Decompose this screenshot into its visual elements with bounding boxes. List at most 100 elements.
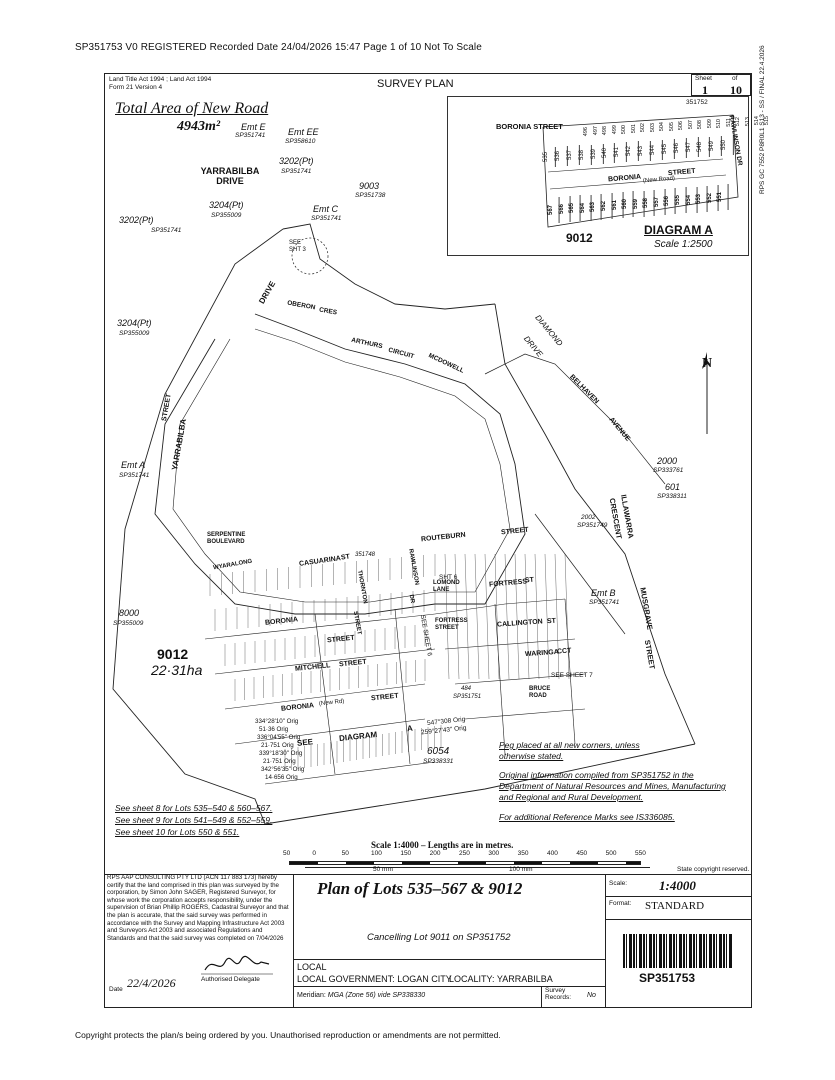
scale-tick-label: 400: [547, 850, 558, 857]
diagram-a-top-lot-label: 500: [621, 124, 627, 134]
lot-3204pt-2-sp: SP355009: [119, 330, 150, 337]
casuarina-sp: 351748: [355, 552, 376, 558]
bearing-label: 14·656 Orig: [265, 774, 298, 781]
emt-ee-sp: SP358610: [285, 138, 316, 145]
bearing-label: 339°18'30" Orig: [259, 750, 303, 757]
scale-title: Scale 1:4000 – Lengths are in metres.: [371, 840, 514, 850]
scale-tick-label: 450: [576, 850, 588, 857]
see-sht3: SEE SHT 3: [289, 240, 306, 253]
emt-c-label: Emt C: [313, 204, 339, 214]
sheet-number: 1: [702, 83, 708, 97]
bearing-label: 51·36 Orig: [259, 726, 289, 733]
locality-value: YARRABILBA: [496, 974, 553, 984]
lot-9012-area: 22·31ha: [151, 662, 203, 678]
diagram-a-title: DIAGRAM A: [644, 223, 713, 237]
date-value: 22/4/2026: [127, 976, 176, 990]
divider-right: [605, 874, 606, 1007]
rawlinson-dr: DR: [407, 594, 416, 604]
lot-boundary: [494, 553, 500, 680]
lot-boundary: [454, 553, 460, 680]
lot-9003-sp: SP351738: [355, 192, 386, 199]
lot-9003: 9003: [359, 181, 380, 191]
yarrabilba-drive-label: YARRABILBA DRIVE: [200, 166, 260, 186]
diagram-a-top-lot-label: 503: [649, 122, 656, 132]
certificate-text: RPS AAP CONSULTING PTY LTD (ACN 117 883 …: [107, 874, 289, 942]
lot-8000-sp: SP355009: [113, 620, 144, 627]
serpentine-label: SERPENTINE BOULEVARD: [207, 532, 246, 545]
bearing-label: 336°04'55" Orig: [257, 734, 301, 741]
note-sheet-9: See sheet 9 for Lots 541–549 & 552–559.: [115, 815, 273, 825]
scale-tick-label: 100: [371, 850, 382, 857]
plan-number: SP351753: [639, 971, 696, 985]
bearing-label: 342°56'35" Orig: [261, 766, 305, 773]
lot-2002-sp: SP351749: [577, 522, 608, 529]
plan-type: SURVEY PLAN: [377, 78, 454, 90]
diagram-a-drawing: [542, 114, 739, 228]
lot-601-sp: SP338311: [657, 493, 687, 500]
scale-tick-label: 0: [312, 850, 316, 857]
fortress-street-label: FORTRESS STREET: [435, 618, 468, 631]
emt-e-label: Emt E: [241, 122, 266, 132]
divider-left: [293, 874, 294, 1007]
survey-records-value: No: [587, 992, 596, 999]
diagram-a-top-lot-label: 515: [763, 115, 770, 125]
scale-value: 1:4000: [659, 878, 696, 893]
format-label: Format:: [609, 900, 632, 907]
emt-e-sp: SP351741: [235, 132, 266, 139]
lot-6054: 6054: [427, 746, 450, 757]
emt-b-label: Emt B: [591, 588, 616, 598]
sheet-box: Sheet of 1 10: [691, 74, 751, 97]
north-label: N: [702, 356, 713, 371]
area-value: 4943m²: [177, 119, 221, 134]
emt-c-sp: SP351741: [311, 215, 342, 222]
lot-boundary: [544, 553, 550, 680]
scale-tick-label: 150: [400, 850, 412, 857]
area-title: Total Area of New Road: [115, 100, 269, 117]
scale-tick-label: 250: [459, 850, 470, 857]
diagram-a-top-lot-label: 508: [697, 119, 703, 129]
lot-boundary: [474, 553, 480, 680]
local-gov-value: LOGAN CITY: [397, 974, 452, 984]
mm-left: 50 mm: [373, 866, 393, 873]
meridian: Meridian: MGA (Zone 56) vide SP338330: [297, 992, 426, 999]
lot-boundary: [504, 553, 510, 680]
scale-tick-label: 350: [517, 850, 529, 857]
bearing-label: 334°28'10" Orig: [255, 718, 299, 725]
signature-graphic: [201, 955, 273, 975]
lomond-lane-label: LOMOND LANE: [433, 580, 460, 593]
scale-bar: [289, 861, 641, 865]
lot-484-sp: SP351751: [453, 694, 482, 700]
scale-tick-label: 550: [635, 850, 646, 857]
bruce-road-label: BRUCE ROAD: [529, 686, 551, 699]
lot-3202pt-top: 3202(Pt): [279, 156, 314, 166]
divider-top: [105, 874, 751, 875]
side-reference: RPS GC 7552 P8R0L1 S13 - SS / FINAL 22.4…: [759, 45, 766, 194]
authorised-delegate: Authorised Delegate: [201, 976, 260, 983]
state-copyright: State copyright reserved.: [677, 866, 750, 873]
form-act: Land Title Act 1994 ; Land Act 1994: [109, 76, 212, 83]
note-reference: For additional Reference Marks see IS336…: [499, 812, 675, 822]
lot-2002: 2002: [581, 514, 596, 521]
lot-boundary: [484, 553, 490, 680]
divider-format: [605, 919, 751, 920]
sheet-total: 10: [730, 83, 742, 97]
callington-st: ST: [546, 617, 557, 626]
cancelling-text: Cancelling Lot 9011 on SP351752: [367, 932, 511, 943]
scale-tick-label: 50: [283, 850, 291, 857]
note-sheet-10: See sheet 10 for Lots 550 & 551.: [115, 827, 240, 837]
form-name: Form 21 Version 4: [109, 84, 163, 91]
divider-records: [541, 986, 542, 1007]
lot-boundary: [524, 553, 530, 680]
diagram-a-top-lot-label: 502: [640, 123, 646, 133]
scale-tick-label: 300: [488, 850, 500, 857]
emt-b-sp: SP351741: [589, 599, 620, 606]
see-sheet-7: SEE SHEET 7: [551, 672, 593, 679]
diagram-a-lot: 9012: [566, 231, 593, 245]
mm-bar: [305, 867, 650, 868]
lot-3202pt-top-sp: SP351741: [281, 168, 312, 175]
locality: LOCALITY: YARRABILBA: [449, 974, 553, 984]
diagram-a-top-lot-label: 509: [706, 119, 713, 129]
lot-3202pt-left-sp: SP351741: [151, 227, 182, 234]
